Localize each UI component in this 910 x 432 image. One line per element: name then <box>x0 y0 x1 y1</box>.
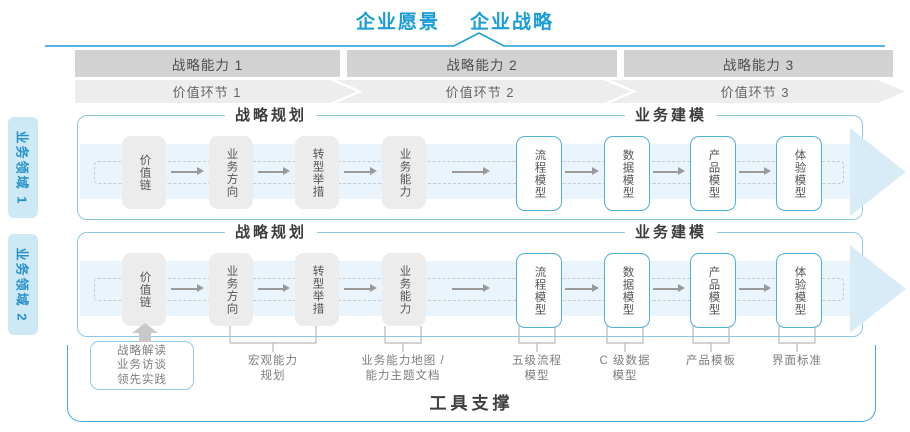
node-data-model: 数据模型 <box>604 136 650 211</box>
annotation-five-level-process-model: 五级流程 模型 <box>512 355 562 382</box>
dashed-track <box>94 278 844 301</box>
flow-arrow-icon <box>653 285 685 292</box>
flow-arrow-icon <box>739 285 771 292</box>
strategic-planning-header: 战略规划 <box>224 103 318 125</box>
annotation-macro-capability-planning: 宏观能力 规划 <box>248 355 298 382</box>
tool-support-frame: 工具支撑 <box>67 345 876 422</box>
business-domain-2-label: 业务领域 2 <box>14 247 30 322</box>
business-domain-2-panel: 价值链 业务方向 转型举措 业务能力 流程模型 数据模型 产品模型 体验模型 战… <box>77 220 906 337</box>
node-process-model: 流程模型 <box>516 253 562 328</box>
value-link-3-label: 价值环节 3 <box>720 85 790 100</box>
flow-arrow-icon <box>739 168 771 175</box>
node-business-capability: 业务能力 <box>382 136 426 209</box>
node-product-model: 产品模型 <box>690 136 736 211</box>
enterprise-strategy-title: 企业战略 <box>470 11 555 33</box>
enterprise-vision-title: 企业愿景 <box>355 11 440 33</box>
strategy-inputs-box: 战略解读 业务访谈 领先实践 <box>90 341 194 390</box>
flow-arrow-icon <box>171 168 204 175</box>
node-business-direction: 业务方向 <box>209 136 253 209</box>
strategic-capability-1-bar: 战略能力 1 <box>75 50 340 77</box>
flow-arrow-icon <box>452 168 490 175</box>
flow-arrow-icon <box>565 285 599 292</box>
node-transformation-initiatives: 转型举措 <box>295 253 339 326</box>
strategic-capability-3-bar: 战略能力 3 <box>624 50 893 77</box>
node-data-model: 数据模型 <box>604 253 650 328</box>
business-domain-1-panel: 价值链 业务方向 转型举措 业务能力 流程模型 数据模型 产品模型 体验模型 战… <box>77 103 906 220</box>
strategic-capability-1-label: 战略能力 1 <box>171 57 244 73</box>
node-value-chain: 价值链 <box>122 253 166 326</box>
flow-band-arrowhead-icon <box>850 128 906 216</box>
business-modeling-header: 业务建模 <box>624 103 718 125</box>
node-process-model: 流程模型 <box>516 136 562 211</box>
flow-arrow-icon <box>258 285 290 292</box>
strategy-inputs-line: 业务访谈 <box>117 359 167 372</box>
strategic-capability-3-label: 战略能力 3 <box>722 57 795 73</box>
node-business-direction: 业务方向 <box>209 253 253 326</box>
page-title: 企业愿景 企业战略 <box>0 6 910 34</box>
node-experience-model: 体验模型 <box>776 253 822 328</box>
strategic-capability-2-bar: 战略能力 2 <box>347 50 617 77</box>
strategy-inputs-line: 领先实践 <box>117 373 167 386</box>
vision-peak-line <box>45 32 885 47</box>
strategic-planning-header: 战略规划 <box>224 220 318 242</box>
business-domain-2-tag: 业务领域 2 <box>8 234 38 335</box>
dashed-track <box>94 161 844 184</box>
flow-arrow-icon <box>653 168 685 175</box>
flow-band-arrowhead-icon <box>850 245 906 333</box>
flow-arrow-icon <box>452 285 490 292</box>
annotation-interface-standard: 界面标准 <box>772 355 822 367</box>
value-link-1-label: 价值环节 1 <box>172 85 242 100</box>
value-link-2-label: 价值环节 2 <box>445 85 515 100</box>
business-domain-1-label: 业务领域 1 <box>14 130 30 205</box>
strategy-inputs-line: 战略解读 <box>117 344 167 357</box>
node-business-capability: 业务能力 <box>382 253 426 326</box>
node-transformation-initiatives: 转型举措 <box>295 136 339 209</box>
strategic-capability-2-label: 战略能力 2 <box>446 57 518 73</box>
flow-arrow-icon <box>258 168 290 175</box>
flow-arrow-icon <box>344 285 377 292</box>
flow-arrow-icon <box>344 168 377 175</box>
annotation-c-level-data-model: C 级数据 模型 <box>599 355 651 382</box>
node-value-chain: 价值链 <box>122 136 166 209</box>
flow-arrow-icon <box>565 168 599 175</box>
node-experience-model: 体验模型 <box>776 136 822 211</box>
annotation-product-template: 产品模板 <box>686 355 736 367</box>
tool-support-label: 工具支撑 <box>429 394 514 413</box>
business-domain-1-tag: 业务领域 1 <box>8 117 38 218</box>
business-modeling-header: 业务建模 <box>624 220 718 242</box>
flow-arrow-icon <box>171 285 204 292</box>
annotation-capability-map: 业务能力地图 / 能力主题文档 <box>361 355 445 382</box>
node-product-model: 产品模型 <box>690 253 736 328</box>
